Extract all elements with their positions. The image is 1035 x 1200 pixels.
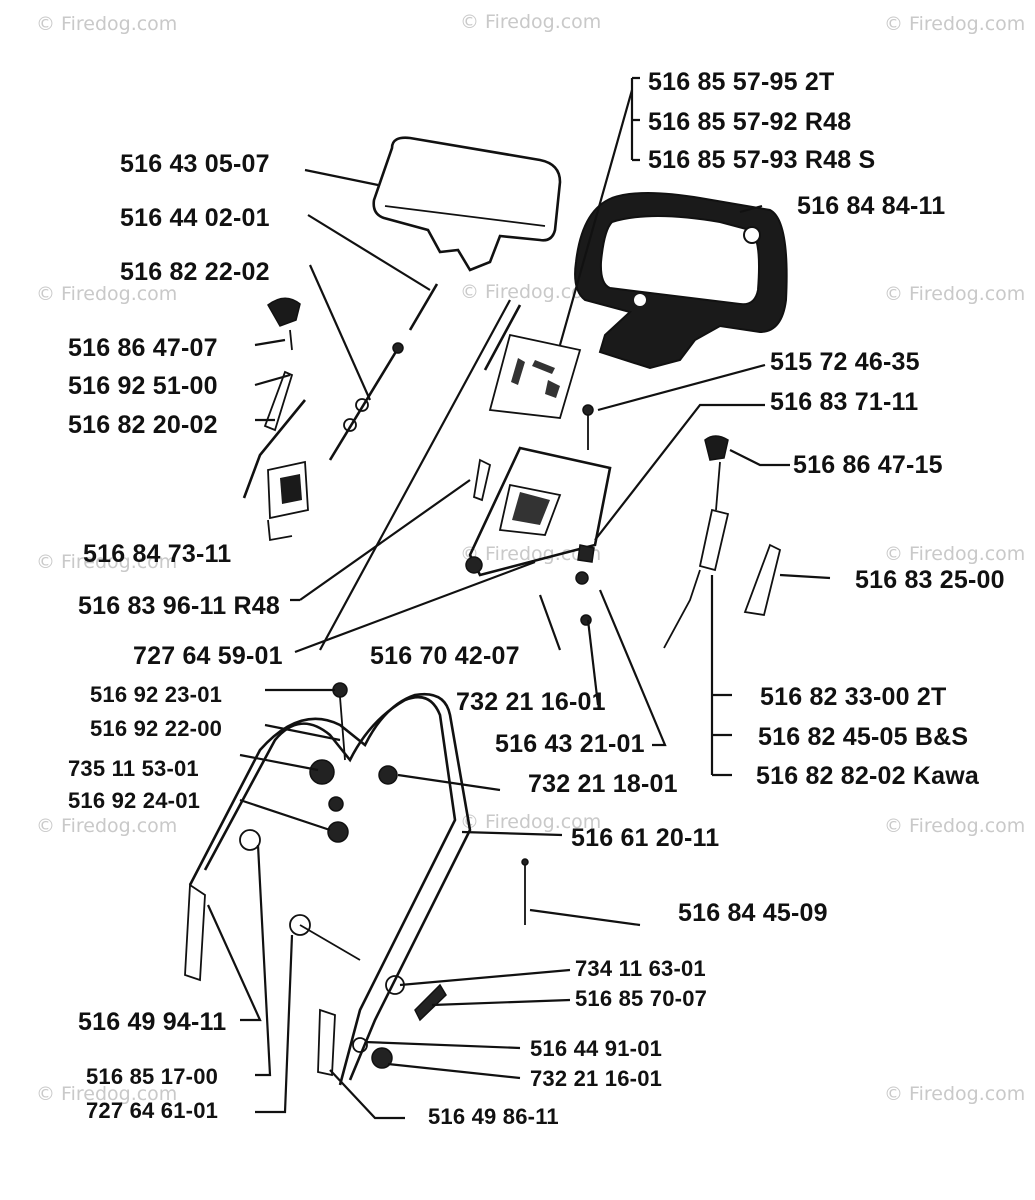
watermark: © Firedog.com	[460, 543, 601, 565]
part-number-label: 732 21 16-01	[456, 688, 606, 716]
lever-assembly-left	[242, 297, 309, 542]
part-number-label: 516 44 02-01	[120, 204, 270, 232]
part-number-label: 516 86 47-15	[793, 451, 943, 479]
cable-ring	[355, 398, 369, 412]
decal-plate-part	[488, 333, 582, 419]
part-number-label: 516 44 91-01	[530, 1036, 662, 1061]
part-number-label: 516 92 24-01	[68, 788, 200, 813]
part-number-label: 516 70 42-07	[370, 642, 520, 670]
throttle-cable-part	[328, 344, 402, 461]
watermark: © Firedog.com	[884, 13, 1025, 35]
cable-rod-part	[408, 283, 439, 331]
handle-cover-part	[372, 136, 562, 272]
watermark: © Firedog.com	[36, 551, 177, 573]
part-number-label: 735 11 53-01	[68, 756, 199, 781]
watermark: © Firedog.com	[884, 815, 1025, 837]
cable-ring	[343, 418, 357, 432]
watermark: © Firedog.com	[36, 283, 177, 305]
part-number-label: 516 92 51-00	[68, 372, 218, 400]
part-number-label: 516 82 22-02	[120, 258, 270, 286]
bracket-part	[465, 446, 612, 577]
part-number-label: 516 84 84-11	[797, 192, 945, 220]
screw-part	[575, 404, 595, 626]
cover-edge-line	[384, 205, 546, 227]
part-number-label: 516 83 96-11 R48	[78, 592, 280, 620]
watermark: © Firedog.com	[460, 811, 601, 833]
bracket-leader	[630, 76, 640, 162]
watermark: © Firedog.com	[460, 11, 601, 33]
part-number-label: 516 61 20-11	[571, 824, 719, 852]
part-number-label: 516 84 45-09	[678, 899, 828, 927]
watermark: © Firedog.com	[884, 1083, 1025, 1105]
part-number-label: 516 84 73-11	[83, 540, 231, 568]
parts-layer	[184, 136, 788, 1086]
lower-hardware	[299, 858, 529, 1069]
main-handle-part	[184, 692, 472, 1086]
part-labels: 516 85 57-95 2T 516 85 57-92 R48 516 85 …	[68, 68, 1005, 1129]
part-number-label: 516 82 20-02	[68, 411, 218, 439]
watermark: © Firedog.com	[460, 281, 601, 303]
part-number-label: 516 83 71-11	[770, 388, 918, 416]
lever-assembly-right	[663, 435, 782, 649]
watermark-layer: © Firedog.com © Firedog.com © Firedog.co…	[36, 11, 1025, 1105]
part-number-label: 516 83 25-00	[855, 566, 1005, 594]
leader-lines	[206, 76, 831, 1120]
part-number-label: 516 92 22-00	[90, 716, 222, 741]
part-number-label: 727 64 61-01	[86, 1098, 218, 1123]
part-number-label: 516 82 82-02 Kawa	[756, 762, 980, 790]
knob-assembly	[309, 682, 349, 843]
watermark: © Firedog.com	[36, 815, 177, 837]
part-number-label: 732 21 18-01	[528, 770, 678, 798]
part-number-label: 516 85 57-95 2T	[648, 68, 834, 96]
part-number-label: 516 49 86-11	[428, 1104, 559, 1129]
part-number-label: 516 85 17-00	[86, 1064, 218, 1089]
part-number-label: 515 72 46-35	[770, 348, 920, 376]
part-number-label: 516 43 21-01	[495, 730, 645, 758]
part-number-label: 734 11 63-01	[575, 956, 706, 981]
part-number-label: 516 86 47-07	[68, 334, 218, 362]
part-number-label: 516 85 57-92 R48	[648, 108, 851, 136]
handle-grip-part	[574, 192, 788, 370]
watermark: © Firedog.com	[884, 543, 1025, 565]
part-number-label: 516 82 45-05 B&S	[758, 723, 968, 751]
part-number-label: 516 85 70-07	[575, 986, 707, 1011]
cable-rod-part	[483, 304, 522, 371]
part-number-label: 727 64 59-01	[133, 642, 283, 670]
part-number-label: 732 21 16-01	[530, 1066, 662, 1091]
watermark: © Firedog.com	[36, 13, 177, 35]
part-number-label: 516 92 23-01	[90, 682, 222, 707]
watermark: © Firedog.com	[36, 1083, 177, 1105]
part-number-label: 516 43 05-07	[120, 150, 270, 178]
part-number-label: 516 49 94-11	[78, 1008, 226, 1036]
part-number-label: 516 85 57-93 R48 S	[648, 146, 875, 174]
watermark: © Firedog.com	[884, 283, 1025, 305]
part-number-label: 516 82 33-00 2T	[760, 683, 946, 711]
cable-end	[392, 342, 404, 354]
